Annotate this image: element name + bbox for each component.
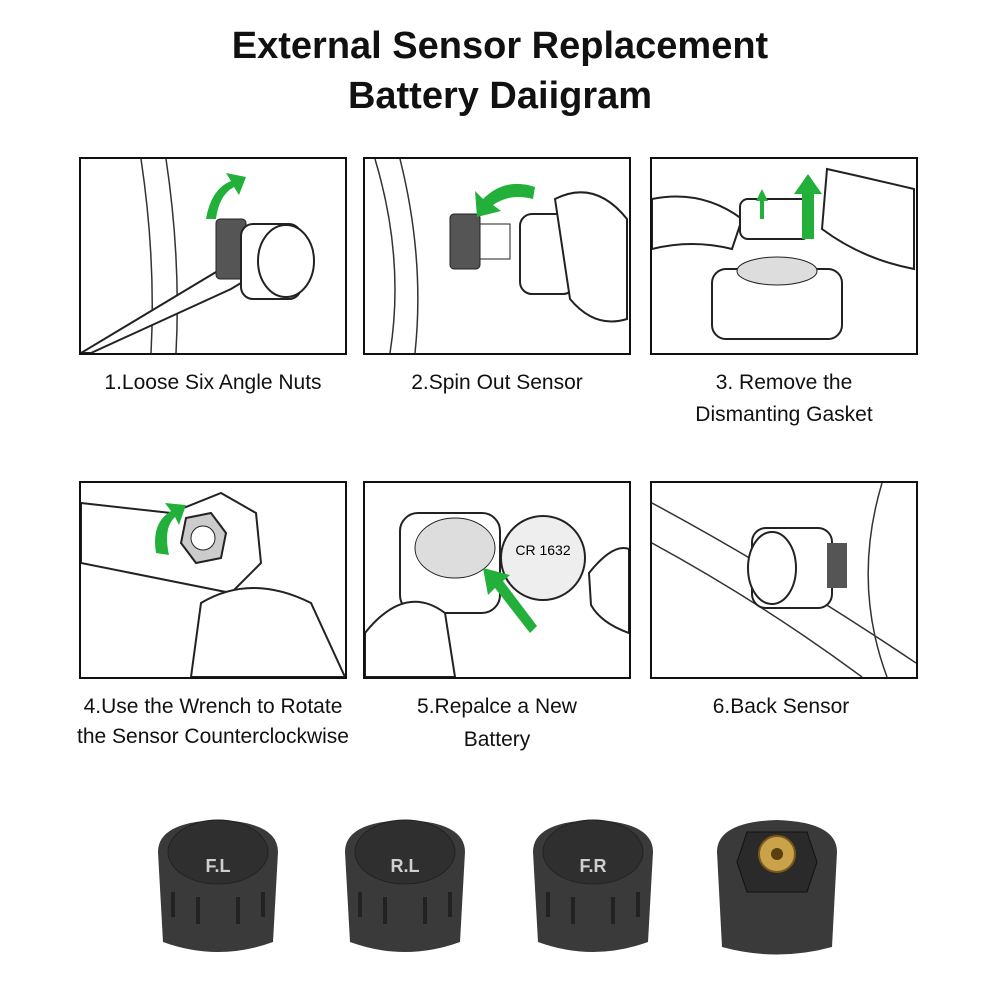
step-5-illustration: CR 1632	[363, 481, 631, 679]
title-line-1: External Sensor Replacement	[231, 25, 769, 67]
step-3-caption-line-2: Dismanting Gasket	[695, 403, 873, 426]
sensor-label: F.R	[580, 856, 607, 876]
step-2-caption: 2.Spin Out Sensor	[411, 371, 583, 394]
battery-label: CR 1632	[515, 542, 570, 558]
sensor-label: F.L	[206, 856, 231, 876]
step-5-caption-line-2: Battery	[463, 728, 531, 751]
sensor-underside	[712, 812, 842, 962]
sensor-label: R.L	[391, 856, 420, 876]
sensor-front-left: F.L	[153, 812, 283, 962]
step-4-illustration	[79, 481, 347, 679]
step-4-caption-line-1: 4.Use the Wrench to Rotate	[83, 695, 343, 718]
step-3-illustration	[650, 157, 918, 355]
sensor-rear-left: R.L	[340, 812, 470, 962]
step-4-caption-line-2: the Sensor Counterclockwise	[77, 725, 349, 748]
step-1-illustration	[79, 157, 347, 355]
step-5-caption-line-1: 5.Repalce a New	[417, 695, 577, 718]
step-6-caption: 6.Back Sensor	[712, 695, 850, 718]
sensor-front-right: F.R	[528, 812, 658, 962]
title-line-2: Battery Daiigram	[347, 75, 653, 117]
step-6-illustration	[650, 481, 918, 679]
step-3-caption-line-1: 3. Remove the	[715, 371, 853, 394]
step-1-caption: 1.Loose Six Angle Nuts	[104, 371, 322, 394]
step-2-illustration	[363, 157, 631, 355]
